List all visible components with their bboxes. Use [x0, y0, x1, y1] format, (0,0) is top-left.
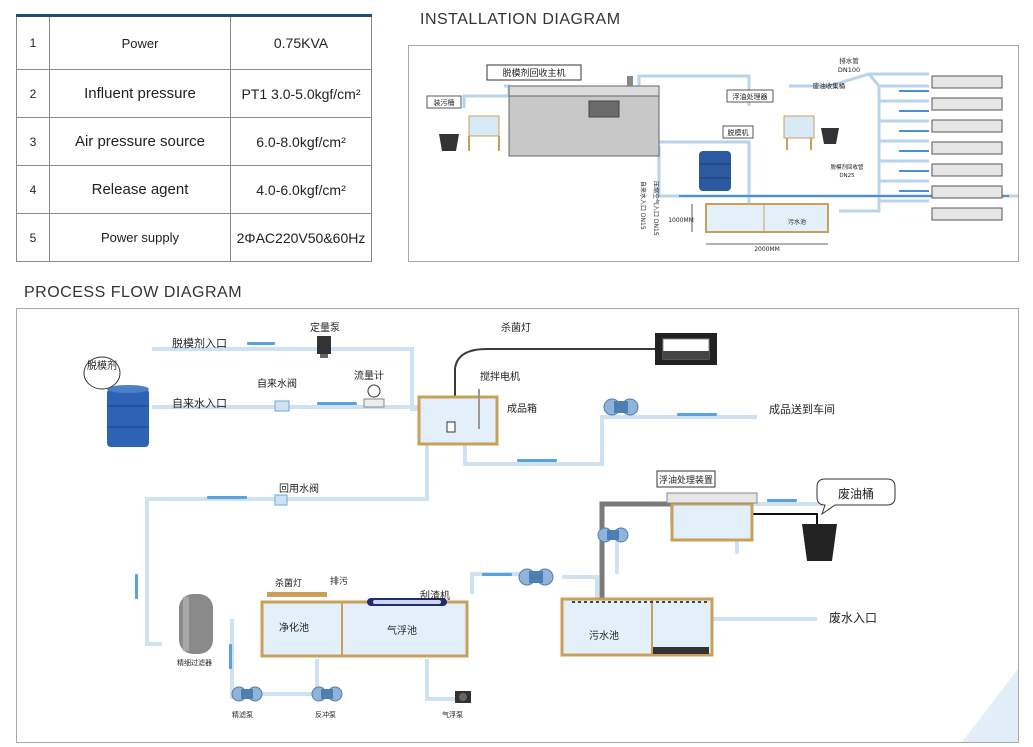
- installation-svg: 脱模剂回收主机 装污桶 脱模机 浮油处理器 废油收集桶 排水管 DN100: [426, 56, 1019, 253]
- installation-title: INSTALLATION DIAGRAM: [420, 11, 621, 28]
- sewage-bucket-label: 装污桶: [434, 98, 455, 107]
- return-valve-label: 回用水阀: [279, 482, 319, 495]
- spec-row: 3 Air pressure source 6.0-8.0kgf/cm²: [16, 117, 372, 166]
- row-value: 0.75KVA: [230, 14, 372, 70]
- row-number: 1: [16, 14, 50, 70]
- dosing-pump-icon: [317, 336, 331, 358]
- row-name: Release agent: [49, 165, 231, 214]
- row-name: Power: [49, 14, 231, 70]
- width-label: 2000MM: [754, 246, 780, 253]
- return-pipe-label: 脱模剂回收管: [830, 163, 864, 171]
- skimmer-label: 刮渣机: [420, 589, 450, 602]
- filter-pump-label: 精滤泵: [232, 710, 253, 719]
- air-float-pump-label: 气浮泵: [442, 710, 463, 719]
- waste-bucket-label: 废油收集桶: [813, 81, 846, 90]
- sewage-bucket-icon: [439, 115, 500, 151]
- waste-oil-bucket-icon: [802, 524, 837, 561]
- air-inlet-label: 压缩空气入口 DN15: [652, 181, 660, 236]
- oil-device-icon: [666, 492, 758, 542]
- installation-diagram: 脱模剂回收主机 装污桶 脱模机 浮油处理器 废油收集桶 排水管 DN100: [408, 45, 1019, 262]
- mixer-motor-label: 搅拌电机: [480, 370, 520, 383]
- barrel-icon: [699, 151, 731, 191]
- machine-icon: [931, 75, 1003, 221]
- tap-valve-label: 自来水阀: [257, 377, 297, 390]
- return-size-label: DN25: [839, 173, 855, 179]
- waste-oil-bucket-label: 废油桶: [838, 486, 874, 501]
- discharge-label: 排污: [330, 575, 348, 587]
- agent-inlet-label: 脱模剂入口: [172, 336, 227, 350]
- drain-size-label: DN100: [838, 66, 860, 74]
- purify-pool-icon: [260, 592, 469, 658]
- spec-row: 4 Release agent 4.0-6.0kgf/cm²: [16, 165, 372, 214]
- flowmeter-label: 流量计: [354, 369, 384, 382]
- fine-filter-label: 精细过滤器: [177, 658, 212, 667]
- oil-processor-icon: [783, 115, 839, 150]
- row-name: Air pressure source: [49, 117, 231, 166]
- diaphragm-pump-icon: [231, 686, 263, 702]
- purify-pool-label: 净化池: [279, 621, 309, 634]
- agent-barrel-label: 脱模剂: [87, 359, 117, 372]
- water-inlet-label: 自来水入口 DN15: [639, 181, 647, 230]
- row-value: 6.0-8.0kgf/cm²: [230, 117, 372, 166]
- product-tank-label: 成品箱: [507, 402, 537, 415]
- dimension-lines: [691, 204, 828, 245]
- float-pool-label: 气浮池: [387, 624, 417, 637]
- uv-lamp-icon: [655, 333, 717, 365]
- oil-processor-label: 浮油处理器: [733, 92, 768, 101]
- spec-row: 2 Influent pressure PT1 3.0-5.0kgf/cm²: [16, 69, 372, 118]
- sterilize-lamp-label: 杀菌灯: [275, 577, 302, 589]
- row-number: 5: [16, 213, 50, 262]
- row-name: Influent pressure: [49, 69, 231, 118]
- main-unit-icon: [508, 76, 660, 157]
- tap-water-inlet-label: 自来水入口: [172, 397, 227, 410]
- row-value: 2ΦAC220V50&60Hz: [230, 213, 372, 262]
- diaphragm-pump-icon: [597, 527, 629, 543]
- flowmeter-icon: [363, 384, 385, 408]
- row-number: 2: [16, 69, 50, 118]
- diaphragm-pump-icon: [311, 686, 343, 702]
- valve-icon: [274, 494, 288, 506]
- row-value: 4.0-6.0kgf/cm²: [230, 165, 372, 214]
- release-agent-label: 脱模机: [728, 128, 749, 137]
- main-unit-label: 脱模剂回收主机: [502, 67, 565, 79]
- sewage-pool-label: 污水池: [589, 629, 619, 642]
- tank-label: 污水池: [788, 218, 806, 226]
- to-workshop-label: 成品送到车间: [769, 402, 835, 416]
- row-name: Power supply: [49, 213, 231, 262]
- diaphragm-pump-icon: [518, 568, 554, 586]
- valve-icon: [274, 400, 290, 412]
- process-svg: 脱模剂 脱模剂入口 自来水入口 定量泵 自来水阀 流量计 搅拌电机 成品箱: [83, 321, 1018, 742]
- process-flow-diagram: 脱模剂 脱模剂入口 自来水入口 定量泵 自来水阀 流量计 搅拌电机 成品箱: [16, 308, 1019, 743]
- product-tank-icon: [417, 389, 499, 446]
- row-value: PT1 3.0-5.0kgf/cm²: [230, 69, 372, 118]
- row-number: 4: [16, 165, 50, 214]
- height-label: 1000MM: [668, 217, 694, 224]
- spec-row: 5 Power supply 2ΦAC220V50&60Hz: [16, 213, 372, 262]
- dosing-pump-label: 定量泵: [310, 321, 340, 334]
- spec-table: 1 Power 0.75KVA 2 Influent pressure PT1 …: [16, 14, 372, 262]
- fine-filter-icon: [179, 594, 213, 654]
- flow-arrows: [135, 342, 797, 669]
- process-title: PROCESS FLOW DIAGRAM: [24, 284, 243, 301]
- diaphragm-pump-icon: [603, 398, 639, 416]
- backwash-pump-label: 反冲泵: [315, 710, 336, 719]
- oil-device-label: 浮油处理装置: [659, 474, 713, 486]
- row-number: 3: [16, 117, 50, 166]
- barrel-icon: [107, 385, 149, 447]
- sewage-pool-icon: [560, 597, 714, 657]
- sewage-tank-icon: [705, 203, 829, 233]
- sterilize-lamp-top-label: 杀菌灯: [501, 321, 531, 334]
- air-float-pump-icon: [455, 691, 471, 703]
- drain-pipe-label: 排水管: [839, 56, 859, 65]
- spec-row: 1 Power 0.75KVA: [16, 14, 372, 70]
- waste-inlet-label: 废水入口: [829, 610, 877, 625]
